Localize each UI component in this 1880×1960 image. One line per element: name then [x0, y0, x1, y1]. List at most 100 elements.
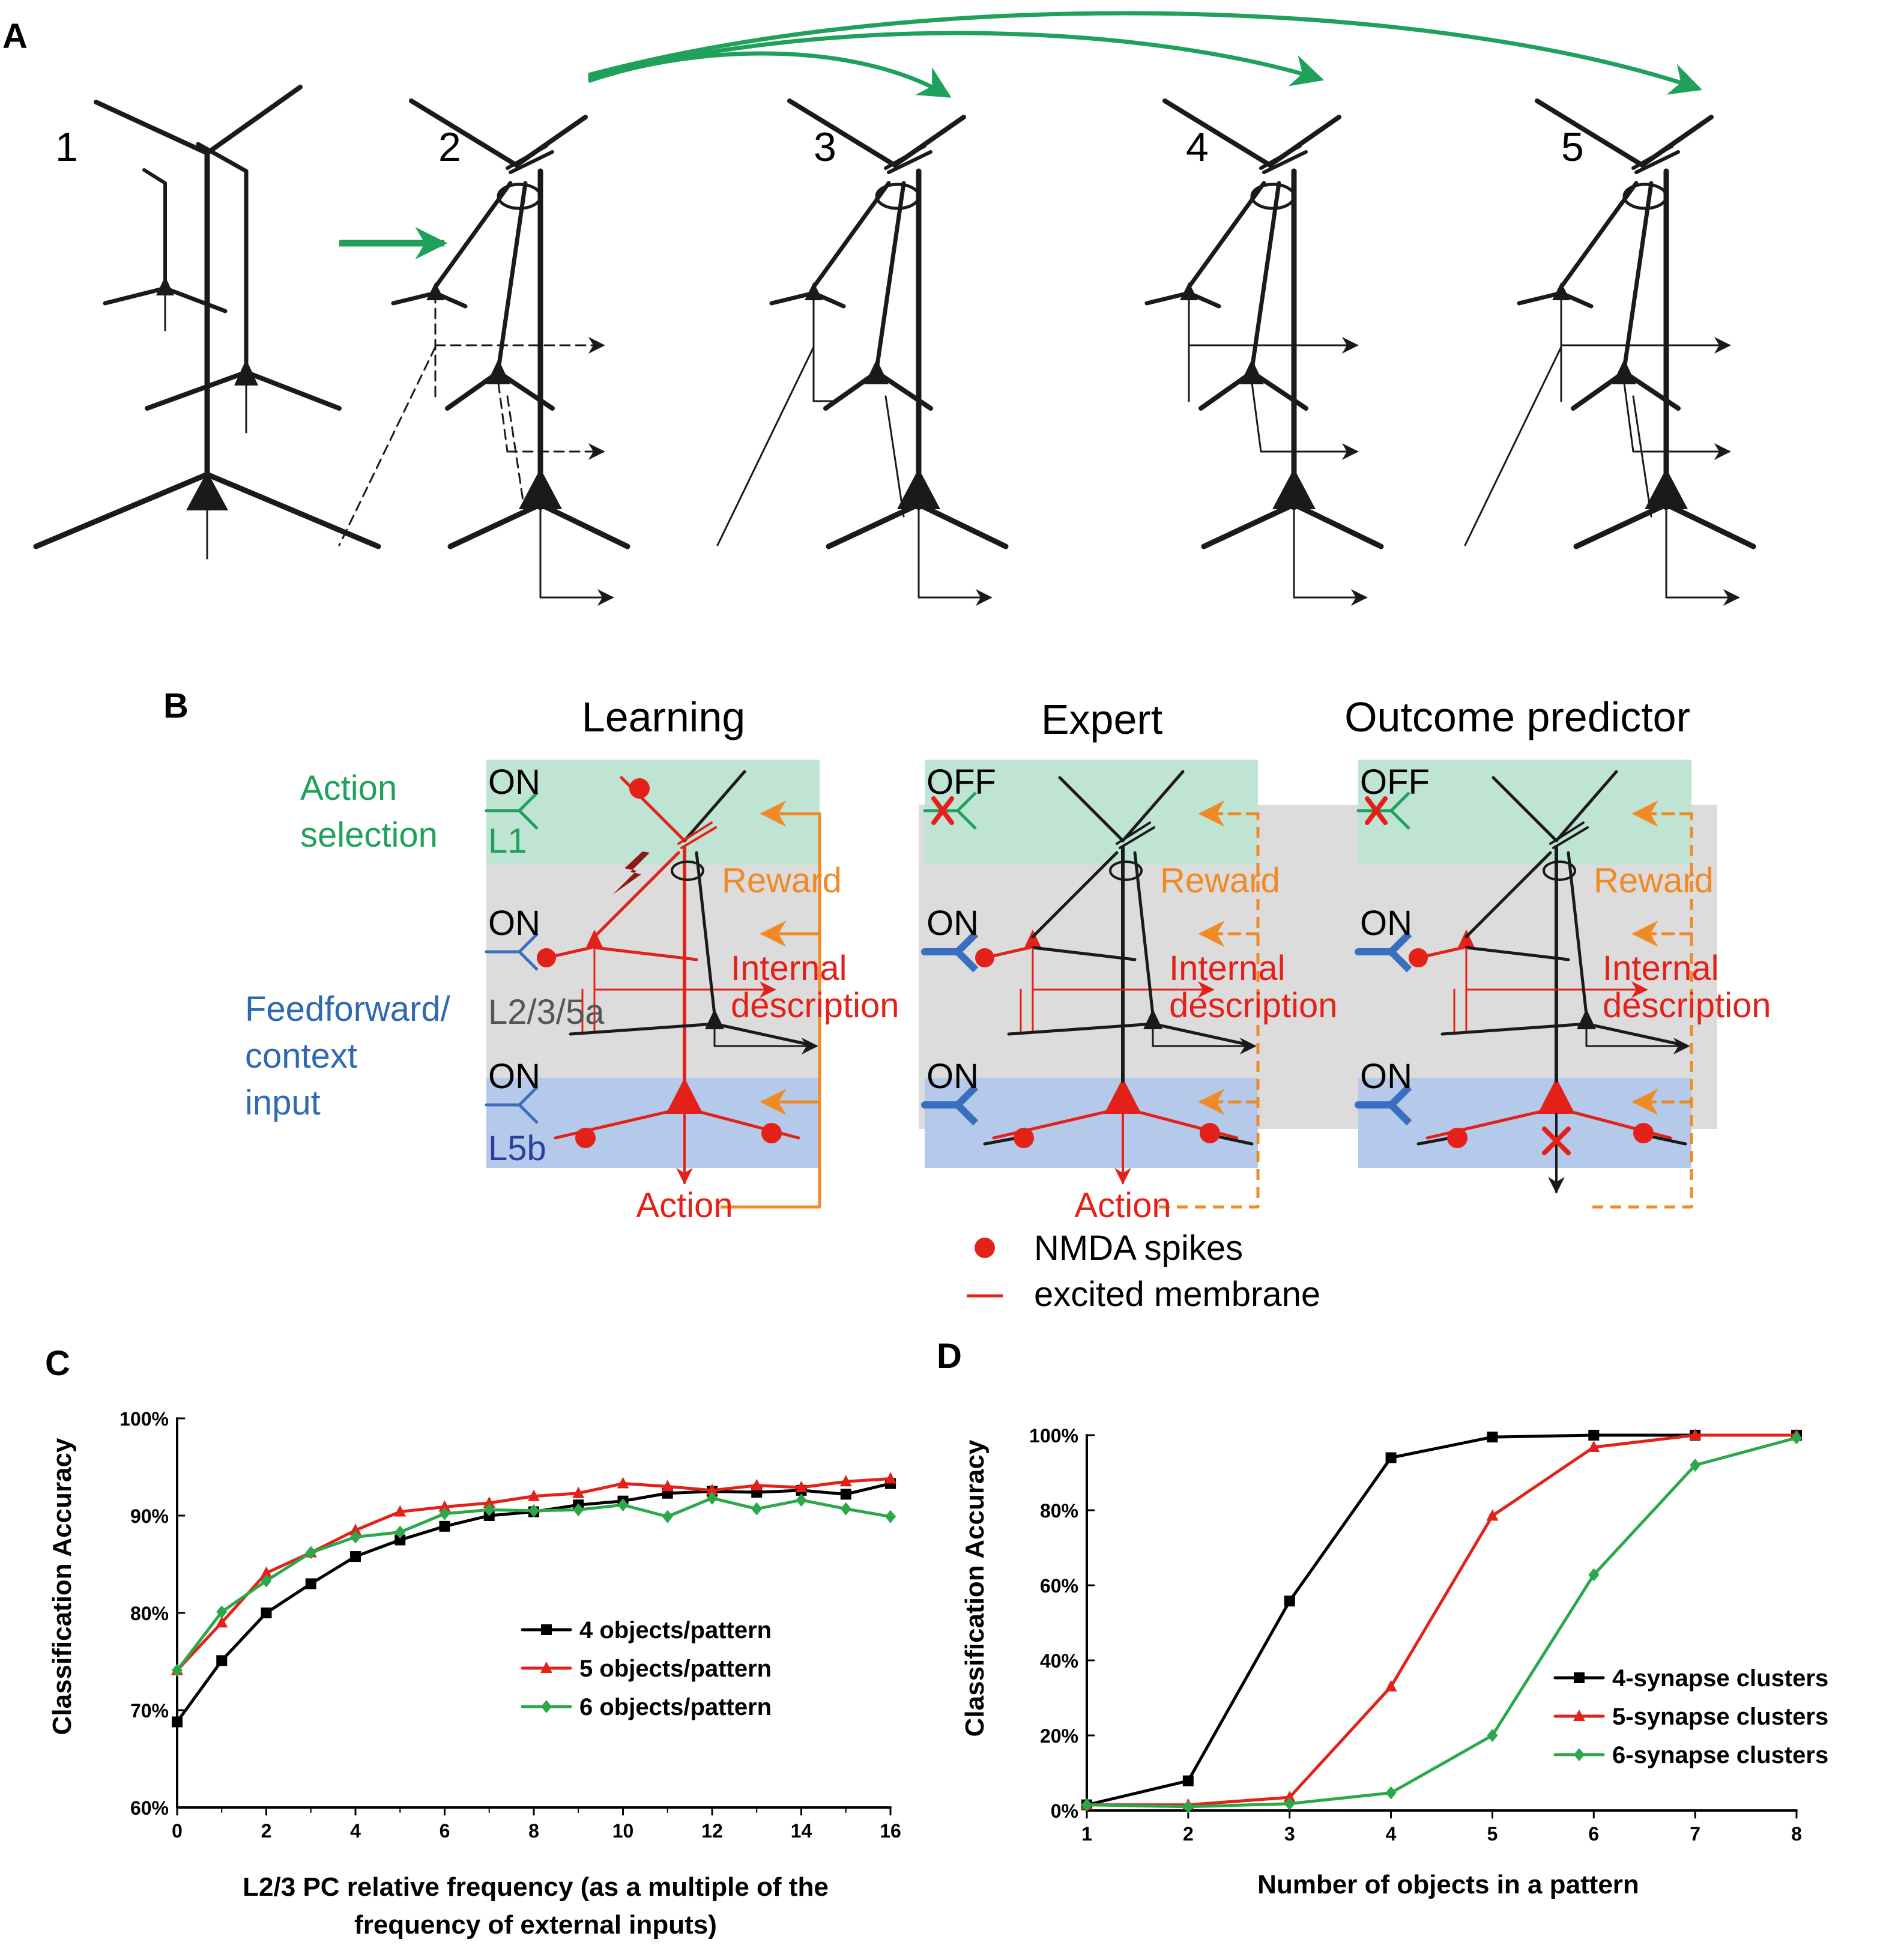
data-point-diamond	[439, 1507, 450, 1520]
input-state-1: ON	[1360, 904, 1412, 943]
x-tick-label: 8	[1791, 1823, 1802, 1845]
l2-soma	[1180, 282, 1198, 300]
reward-label: Reward	[1594, 861, 1714, 900]
y-tick-label: 0%	[1051, 1800, 1078, 1822]
legend-marker	[1574, 1748, 1585, 1761]
l23-basal-right	[1464, 946, 1570, 961]
legend-marker	[540, 1662, 552, 1673]
data-point-diamond	[1081, 1798, 1092, 1812]
data-point-square	[1284, 1596, 1295, 1607]
l35a-basal-right	[1151, 1022, 1251, 1047]
x-tick-label: 7	[1690, 1823, 1700, 1845]
x-tick-label: 3	[1284, 1823, 1295, 1845]
legend-label-3: 6-synapse clusters	[1612, 1742, 1828, 1768]
l2-basal-left	[391, 291, 438, 306]
legend-nmda-marker	[975, 1238, 995, 1258]
data-point-square	[1182, 1775, 1194, 1786]
cluster-ellipse	[875, 183, 920, 210]
data-point-triangle	[438, 1500, 451, 1512]
panel-d: D Classification Accuracy Number of obje…	[937, 1337, 1828, 1899]
x-tick-label: 6	[440, 1820, 450, 1842]
tuft-left	[1162, 98, 1272, 168]
cluster-ellipse	[1622, 183, 1668, 210]
nmda-spike-basal-left	[1447, 1128, 1467, 1148]
stage-number-3: 3	[814, 124, 836, 170]
input-spine-1	[954, 931, 979, 973]
l23-apical	[1464, 851, 1552, 939]
data-point-square	[261, 1608, 272, 1618]
data-point-triangle	[1385, 1680, 1397, 1692]
input-spine-2	[1388, 1084, 1412, 1126]
x-tick-label: 5	[1487, 1823, 1498, 1845]
panel-c-label: C	[45, 1344, 70, 1383]
nmda-spike-basal-right	[1633, 1123, 1654, 1143]
y-tick-label: 100%	[1029, 1425, 1078, 1447]
data-point-diamond	[528, 1504, 539, 1517]
l3-axon	[497, 382, 509, 453]
data-point-diamond	[573, 1503, 584, 1517]
internal-label: Internal	[1169, 949, 1285, 988]
data-point-diamond	[394, 1525, 406, 1539]
tuft-right	[683, 770, 746, 842]
panel-d-xlabel: Number of objects in a pattern	[1257, 1870, 1639, 1899]
panel-b: B Learning Expert Outcome predictor Acti…	[163, 686, 1771, 1314]
panel-a: A 1 2 3 4 5	[2, 11, 1756, 606]
stage-number-1: 1	[55, 124, 78, 170]
input-state-2: ON	[926, 1057, 979, 1096]
axon-block-b	[1542, 1127, 1571, 1155]
side-label-feedforward: Feedforward/	[245, 990, 451, 1029]
l2-axon-to-l5-basal	[1464, 346, 1562, 546]
l3-axon-to-l5	[506, 395, 527, 518]
data-point-diamond	[1791, 1431, 1802, 1445]
series-line-2	[1087, 1433, 1797, 1807]
stage-number-5: 5	[1561, 124, 1584, 170]
series-line-3	[176, 1496, 891, 1672]
cluster-ellipse	[671, 861, 704, 881]
neuron-stage-1	[33, 85, 381, 560]
reward-label: Reward	[722, 861, 842, 900]
l3-axon	[1251, 382, 1262, 453]
data-point-square	[305, 1578, 316, 1589]
y-tick-label: 90%	[130, 1505, 169, 1527]
panel-b-legend: NMDA spikes excited membrane	[967, 1229, 1320, 1314]
tuft-branch-2	[509, 150, 554, 174]
tuft-branch-1	[677, 821, 713, 845]
l35a-axon	[1585, 1024, 1690, 1054]
l23-soma	[1458, 930, 1475, 948]
stage-number-2: 2	[438, 124, 461, 170]
panel-d-ylabel: Classification Accuracy	[960, 1439, 990, 1737]
data-point-diamond	[1182, 1800, 1194, 1813]
data-point-diamond	[483, 1503, 495, 1517]
data-point-triangle	[706, 1483, 718, 1495]
data-point-diamond	[662, 1510, 673, 1523]
x-tick-label: 6	[1588, 1823, 1599, 1845]
basal-dendrite-right	[916, 501, 1009, 549]
side-label-action: Action	[300, 769, 397, 808]
l35a-basal-left	[1007, 1022, 1155, 1036]
series-line-1	[1086, 1433, 1797, 1807]
data-point-triangle	[483, 1496, 495, 1508]
blocked-x-b	[1365, 796, 1388, 825]
l3-soma	[486, 359, 510, 384]
green-arrows	[339, 11, 1703, 259]
l2-axon-to-l5-basal	[716, 346, 815, 546]
side-label-input: input	[245, 1083, 321, 1122]
data-point-triangle	[1486, 1509, 1499, 1521]
x-tick-label: 8	[528, 1820, 539, 1842]
cluster-ellipse	[1109, 861, 1143, 881]
legend-label-2: 5 objects/pattern	[579, 1656, 772, 1682]
data-point-triangle	[1588, 1441, 1600, 1452]
basal-dendrite-right	[1291, 501, 1384, 549]
data-point-diamond	[840, 1502, 851, 1516]
tuft-branch-1	[884, 144, 926, 170]
data-point-square	[1385, 1452, 1397, 1463]
data-point-diamond	[1487, 1729, 1498, 1742]
data-point-diamond	[1690, 1459, 1701, 1472]
data-point-diamond	[216, 1605, 228, 1619]
data-point-square	[216, 1655, 228, 1666]
panel-d-label: D	[937, 1337, 962, 1376]
data-point-triangle	[661, 1480, 674, 1492]
y-tick-label: 100%	[119, 1408, 169, 1430]
